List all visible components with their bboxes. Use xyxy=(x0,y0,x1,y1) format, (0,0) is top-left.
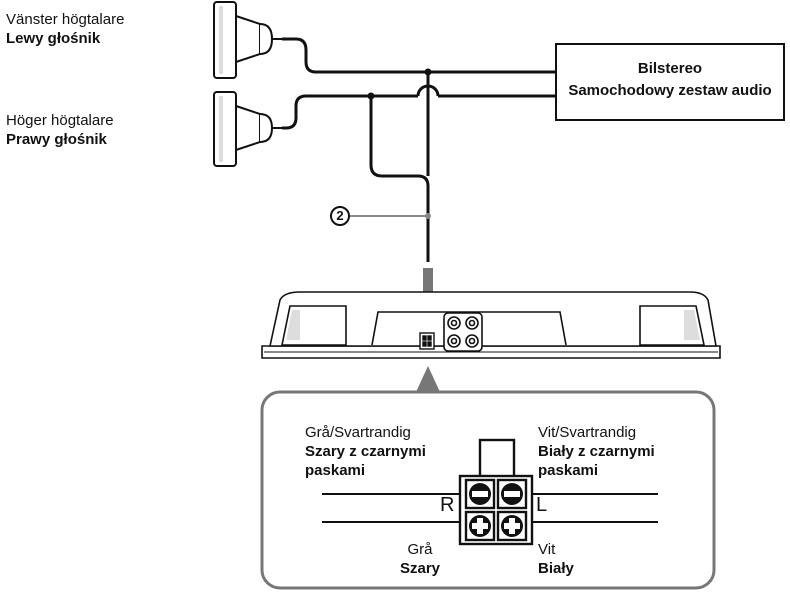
left-speaker-pl: Lewy głośnik xyxy=(6,30,101,47)
amp-speaker-terminal xyxy=(419,332,435,350)
amp-input-jacks xyxy=(443,312,483,352)
right-speaker-icon xyxy=(213,91,282,167)
callout-2-leader xyxy=(330,206,431,226)
white-black-wire-label: Vit/Svartrandig Biały z czarnymi paskami xyxy=(538,423,655,480)
gray-pl: Szary xyxy=(400,560,441,577)
callout-number: 2 xyxy=(336,208,344,223)
left-speaker-label: Vänster högtalare Lewy głośnik xyxy=(6,10,124,48)
white-pl: Biały xyxy=(538,560,574,577)
car-stereo-sv: Bilstereo xyxy=(637,60,703,77)
wire-junction-left xyxy=(424,68,432,76)
right-speaker-pl: Prawy głośnik xyxy=(6,131,107,148)
car-stereo-label: Bilstereo Samochodowy zestaw audio xyxy=(560,58,780,102)
plus-terminal-icon xyxy=(469,515,523,537)
left-speaker-icon xyxy=(213,1,282,79)
gray-black-wire-label: Grå/Svartrandig Szary z czarnymi paskami xyxy=(305,423,426,480)
wire-junction-right xyxy=(367,92,375,100)
car-stereo-pl: Samochodowy zestaw audio xyxy=(568,82,772,99)
white-sv: Vit xyxy=(538,541,556,558)
gray-black-pl-2: paskami xyxy=(305,462,366,479)
white-black-sv: Vit/Svartrandig xyxy=(538,424,637,441)
detail-pointer xyxy=(416,366,440,392)
white-wire-label: Vit Biały xyxy=(538,540,574,578)
minus-terminal-icon xyxy=(469,483,523,505)
speaker-wires xyxy=(282,37,556,262)
right-speaker-sv: Höger högtalare xyxy=(6,112,114,129)
gray-wire-label: Grå Szary xyxy=(400,540,440,578)
car-stereo-box xyxy=(555,43,785,121)
connector-wires xyxy=(322,493,658,523)
left-channel-mark: L xyxy=(536,494,548,516)
white-black-pl-1: Biały z czarnymi xyxy=(538,443,655,460)
gray-black-pl-1: Szary z czarnymi xyxy=(305,443,426,460)
right-channel-mark: R xyxy=(440,494,455,516)
gray-sv: Grå xyxy=(407,541,433,558)
amplifier-unit xyxy=(261,291,721,359)
left-speaker-sv: Vänster högtalare xyxy=(6,11,125,28)
white-black-pl-2: paskami xyxy=(538,462,599,479)
right-speaker-label: Höger högtalare Prawy głośnik xyxy=(6,111,114,149)
gray-black-sv: Grå/Svartrandig xyxy=(305,424,411,441)
